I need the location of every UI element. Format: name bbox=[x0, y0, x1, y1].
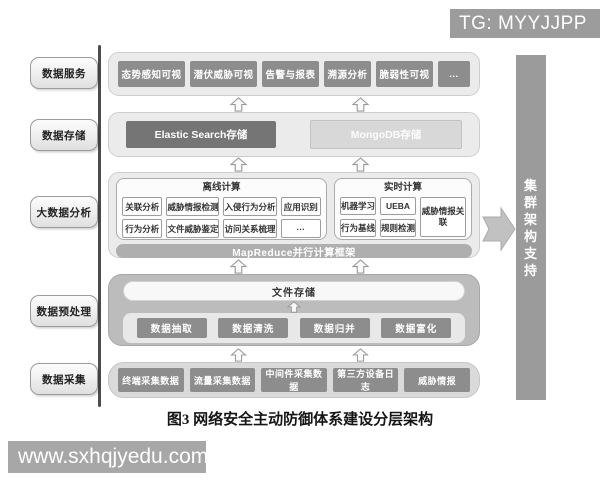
collection-box: 第三方设备日志 bbox=[332, 368, 399, 392]
file-storage-bar: 文件存储 bbox=[123, 281, 465, 301]
rail-label-data-storage: 数据存储 bbox=[30, 119, 98, 151]
offline-title: 离线计算 bbox=[202, 182, 241, 193]
preprocess-box: 数据抽取 bbox=[136, 318, 207, 338]
service-box: 脆弱性可视 bbox=[376, 61, 433, 87]
up-arrow-icon bbox=[350, 348, 371, 362]
right-arrow-icon bbox=[482, 206, 516, 252]
mongodb-box: MongoDB存储 bbox=[310, 120, 462, 149]
layer-collection: 终端采集数据 流量采集数据 中间件采集数据 第三方设备日志 威胁情报 bbox=[108, 362, 480, 398]
tg-watermark-badge: TG: MYYJJPP bbox=[450, 9, 600, 38]
rail-label-bigdata-analysis: 大数据分析 bbox=[30, 196, 98, 228]
up-arrow-icon bbox=[228, 157, 249, 172]
collection-box: 中间件采集数据 bbox=[261, 368, 327, 392]
offline-task-box: 威胁情报检测 bbox=[166, 197, 220, 216]
offline-task-box: 行为分析 bbox=[122, 219, 163, 238]
threat-intel-correlation-box: 威胁情报关联 bbox=[420, 197, 466, 237]
realtime-task-box: UEBA bbox=[379, 197, 416, 215]
collection-box: 终端采集数据 bbox=[118, 368, 184, 392]
left-rail-line bbox=[98, 45, 101, 407]
service-box-ellipsis: ... bbox=[438, 61, 470, 87]
cluster-support-label: 集群架构支持 bbox=[523, 177, 538, 278]
mapreduce-framework-bar: MapReduce并行计算框架 bbox=[116, 244, 472, 259]
preprocess-task-strip: 数据抽取 数据清洗 数据归并 数据富化 bbox=[123, 313, 465, 343]
website-watermark: www.sxhqjyedu.com bbox=[8, 441, 208, 473]
offline-task-box: 关联分析 bbox=[122, 197, 163, 216]
rail-label-preprocess: 数据预处理 bbox=[30, 295, 98, 327]
offline-task-box: 访问关系梳理 bbox=[223, 219, 277, 238]
realtime-computing-panel: 实时计算 机器学习 UEBA 行为基线 规则检测 威胁情报关联 bbox=[333, 178, 472, 240]
service-box: 告警与报表 bbox=[262, 61, 319, 87]
realtime-task-box: 规则检测 bbox=[379, 219, 416, 237]
layer-bigdata-analysis: 离线计算 关联分析 威胁情报检测 入侵行为分析 应用识别 行为分析 文件威胁鉴定… bbox=[108, 172, 480, 259]
service-box: 潜伏威胁可视 bbox=[190, 61, 257, 87]
layer-data-storage: Elastic Search存储 MongoDB存储 bbox=[108, 112, 480, 157]
layer-data-service: 态势感知可视 潜伏威胁可视 告警与报表 溯源分析 脆弱性可视 ... bbox=[108, 52, 480, 96]
up-arrow-icon bbox=[350, 97, 371, 112]
collection-box: 流量采集数据 bbox=[189, 368, 256, 392]
service-box: 溯源分析 bbox=[324, 61, 371, 87]
preprocess-box: 数据富化 bbox=[381, 318, 452, 338]
preprocess-box: 数据归并 bbox=[299, 318, 370, 338]
offline-task-box: 应用识别 bbox=[280, 197, 321, 216]
cluster-support-bar: 集群架构支持 bbox=[516, 55, 546, 400]
offline-computing-panel: 离线计算 关联分析 威胁情报检测 入侵行为分析 应用识别 行为分析 文件威胁鉴定… bbox=[116, 178, 327, 240]
up-arrow-icon bbox=[350, 157, 371, 172]
offline-task-box: 文件威胁鉴定 bbox=[166, 219, 220, 238]
preprocess-box: 数据清洗 bbox=[218, 318, 289, 338]
offline-task-box-ellipsis: ··· bbox=[280, 219, 321, 238]
up-arrow-icon bbox=[228, 97, 249, 112]
realtime-task-box: 行为基线 bbox=[339, 219, 376, 237]
realtime-title: 实时计算 bbox=[383, 182, 422, 193]
service-box: 态势感知可视 bbox=[118, 61, 185, 87]
offline-task-box: 入侵行为分析 bbox=[223, 197, 277, 216]
rail-label-data-service: 数据服务 bbox=[30, 57, 98, 89]
elastic-search-box: Elastic Search存储 bbox=[126, 121, 276, 148]
up-arrow-icon bbox=[123, 301, 465, 313]
up-arrow-icon bbox=[228, 259, 249, 274]
up-arrow-icon bbox=[350, 259, 371, 274]
realtime-task-box: 机器学习 bbox=[339, 197, 376, 215]
rail-label-collection: 数据采集 bbox=[30, 363, 98, 395]
collection-box: 威胁情报 bbox=[404, 368, 470, 392]
figure-caption: 图3 网络安全主动防御体系建设分层架构 bbox=[166, 412, 434, 428]
up-arrow-icon bbox=[228, 348, 249, 362]
layer-preprocess: 文件存储 数据抽取 数据清洗 数据归并 数据富化 bbox=[108, 274, 480, 346]
